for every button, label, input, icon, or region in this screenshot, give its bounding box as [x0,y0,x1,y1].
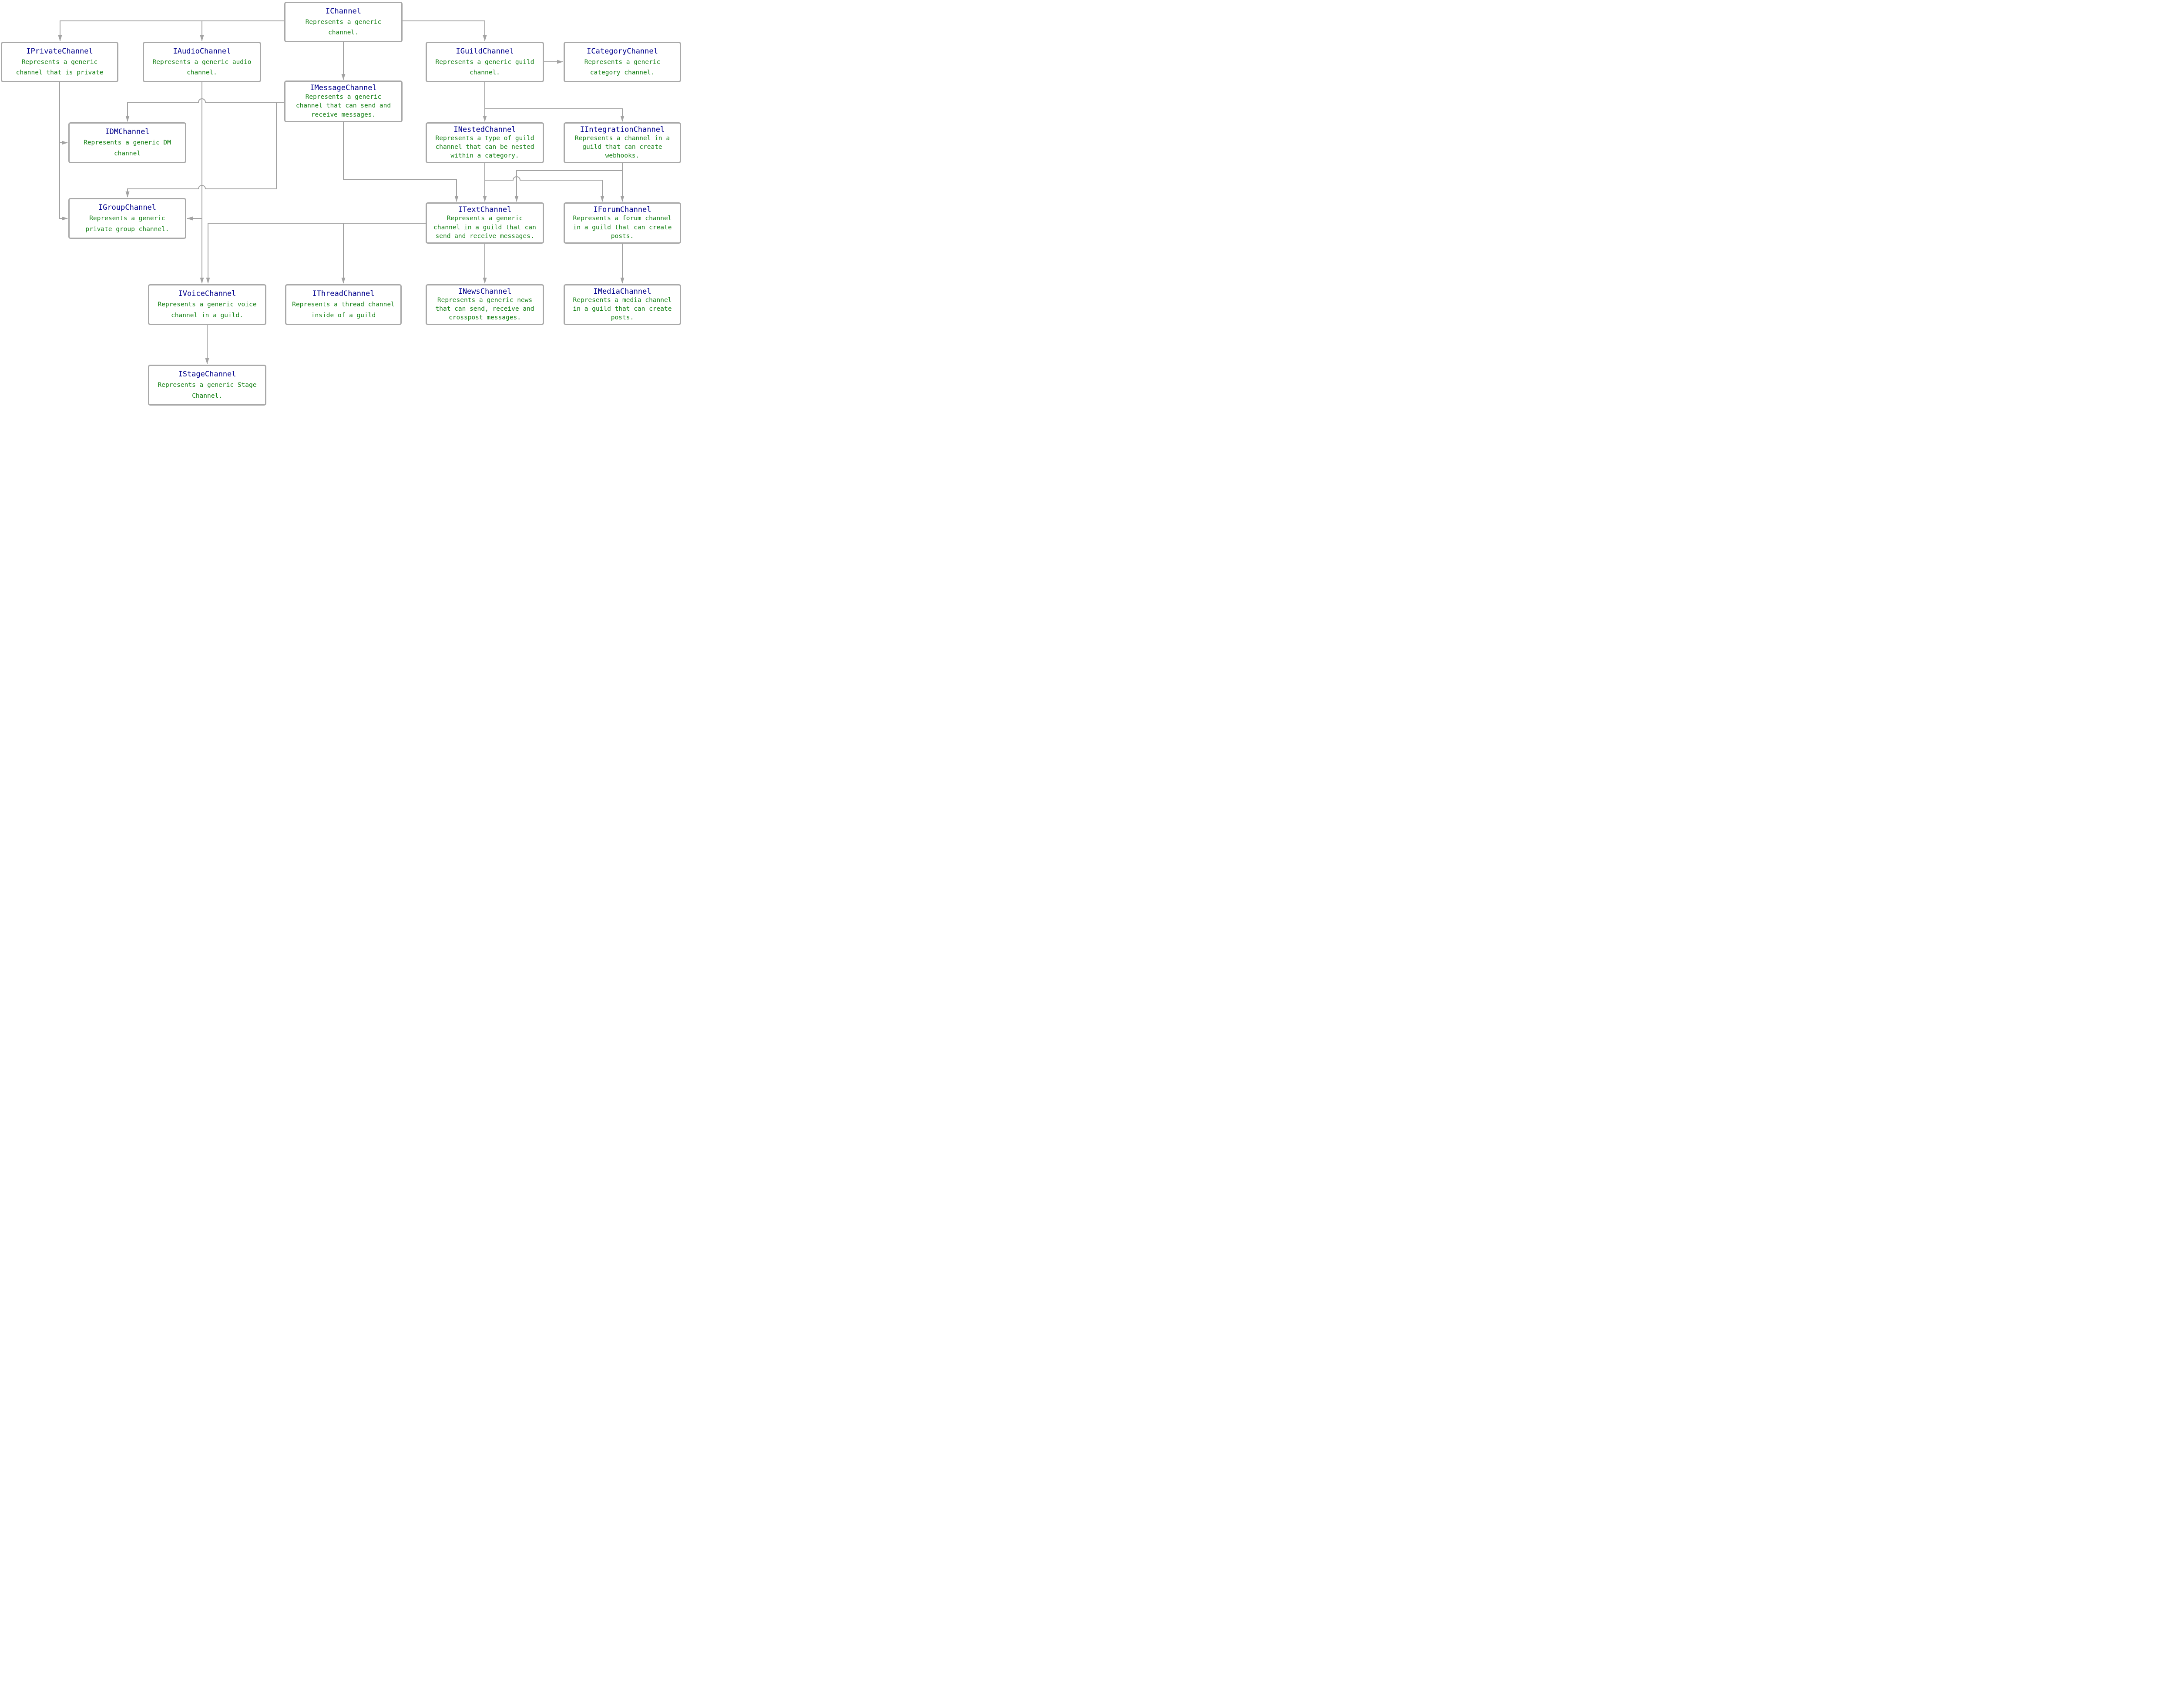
node-ivoicechannel-title: IVoiceChannel [178,289,236,298]
node-itextchannel-desc-line: send and receive messages. [435,232,534,240]
node-iprivatechannel-title: IPrivateChannel [26,47,93,56]
node-iforumchannel: IForumChannel Represents a forum channel… [564,202,681,244]
node-idmchannel: IDMChannel Represents a generic DM chann… [68,122,186,163]
node-iaudiochannel: IAudioChannel Represents a generic audio… [143,42,261,82]
node-iforumchannel-desc-line: Represents a forum channel [573,215,672,222]
node-imediachannel-desc-line: in a guild that can create [573,305,672,312]
node-igroupchannel-title: IGroupChannel [98,203,157,212]
node-ithreadchannel-desc-line: inside of a guild [311,312,376,319]
node-idmchannel-desc-line: Represents a generic DM [84,139,171,146]
node-igroupchannel-desc-line: private group channel. [85,226,169,233]
node-ichannel: IChannel Represents a generic channel. [284,2,403,42]
node-imediachannel-desc-line: posts. [611,314,634,321]
node-inestedchannel-desc-line: within a category. [450,152,519,159]
node-itextchannel-title: ITextChannel [458,205,512,215]
node-imediachannel: IMediaChannel Represents a media channel… [564,284,681,325]
node-imessagechannel-title: IMessageChannel [310,84,377,93]
node-iintegrationchannel: IIntegrationChannel Represents a channel… [564,122,681,163]
node-ichannel-title: IChannel [326,7,361,16]
node-iforumchannel-desc-line: posts. [611,232,634,240]
node-itextchannel-desc-line: Represents a generic [447,215,523,222]
edge-iintegrationchannel-itextchannel [514,163,623,202]
node-idmchannel-title: IDMChannel [105,128,150,136]
node-istagechannel: IStageChannel Represents a generic Stage… [148,365,266,406]
node-iaudiochannel-title: IAudioChannel [173,47,231,56]
node-inewschannel: INewsChannel Represents a generic news t… [426,284,544,325]
node-inewschannel-desc-line: Represents a generic news [437,297,533,304]
node-istagechannel-title: IStageChannel [178,370,236,379]
node-icategorychannel-title: ICategoryChannel [587,47,658,56]
node-ichannel-desc-line: channel. [328,29,359,37]
node-imessagechannel-desc-line: Represents a generic [305,93,382,101]
node-itextchannel: ITextChannel Represents a generic channe… [426,202,544,244]
node-iprivatechannel-desc-line: channel that is private [16,69,104,77]
node-icategorychannel-desc-line: category channel. [590,69,655,77]
node-istagechannel-desc-line: Channel. [192,393,222,399]
node-inewschannel-desc-line: that can send, receive and [435,305,534,312]
edge-inestedchannel-iforumchannel [485,176,604,202]
edge-ichannel-iprivatechannel [58,20,284,41]
node-imessagechannel-desc-line: receive messages. [311,111,376,118]
node-iforumchannel-desc-line: in a guild that can create [573,224,672,231]
node-iguildchannel-desc-line: channel. [470,69,500,77]
node-imediachannel-desc-line: Represents a media channel [573,297,672,304]
edge-imessagechannel-idmchannel [125,98,284,122]
node-inestedchannel-desc-line: channel that can be nested [435,144,534,151]
edge-ichannel-iguildchannel [403,20,487,41]
node-iguildchannel-desc-line: Represents a generic guild [435,58,534,66]
node-icategorychannel: ICategoryChannel Represents a generic ca… [564,42,681,82]
node-iprivatechannel-desc-line: Represents a generic [21,58,98,66]
node-ivoicechannel: IVoiceChannel Represents a generic voice… [148,284,266,325]
edge-iguildchannel-iintegrationchannel [485,108,625,122]
node-ithreadchannel-desc-line: Represents a thread channel [292,301,395,308]
node-ichannel-desc-line: Represents a generic [305,18,382,26]
edge-iprivatechannel-igroupchannel [59,82,68,221]
node-iaudiochannel-desc-line: channel. [187,69,217,77]
inheritance-diagram: IChannel Represents a generic channel. I… [0,0,682,406]
node-imediachannel-title: IMediaChannel [593,287,651,296]
node-inestedchannel-title: INestedChannel [453,125,516,134]
node-imessagechannel: IMessageChannel Represents a generic cha… [284,81,403,122]
node-imessagechannel-desc-line: channel that can send and [296,102,391,110]
node-ivoicechannel-desc-line: channel in a guild. [171,312,243,319]
edge-itextchannel-ivoicechannel [206,223,426,284]
node-idmchannel-desc-line: channel [114,150,141,157]
node-inestedchannel: INestedChannel Represents a type of guil… [426,122,544,163]
node-inestedchannel-desc-line: Represents a type of guild [435,135,534,142]
node-igroupchannel: IGroupChannel Represents a generic priva… [68,198,186,239]
node-iintegrationchannel-desc-line: Represents a channel in a [574,135,670,142]
node-ithreadchannel: IThreadChannel Represents a thread chann… [285,284,402,325]
node-inewschannel-title: INewsChannel [458,287,512,296]
node-ivoicechannel-desc-line: Represents a generic voice [158,301,257,308]
node-iguildchannel: IGuildChannel Represents a generic guild… [426,42,544,82]
node-igroupchannel-desc-line: Represents a generic [89,215,165,222]
node-iforumchannel-title: IForumChannel [593,205,651,215]
node-inewschannel-desc-line: crosspost messages. [449,314,521,321]
node-itextchannel-desc-line: channel in a guild that can [433,224,536,231]
node-iintegrationchannel-desc-line: webhooks. [605,152,640,159]
node-istagechannel-desc-line: Represents a generic Stage [158,382,257,389]
node-ithreadchannel-title: IThreadChannel [312,289,375,298]
node-iguildchannel-title: IGuildChannel [456,47,514,56]
node-iintegrationchannel-desc-line: guild that can create [582,144,662,151]
node-iaudiochannel-desc-line: Represents a generic audio [152,58,252,66]
node-iprivatechannel: IPrivateChannel Represents a generic cha… [1,42,118,82]
node-icategorychannel-desc-line: Represents a generic [584,58,661,66]
node-iintegrationchannel-title: IIntegrationChannel [580,125,665,134]
